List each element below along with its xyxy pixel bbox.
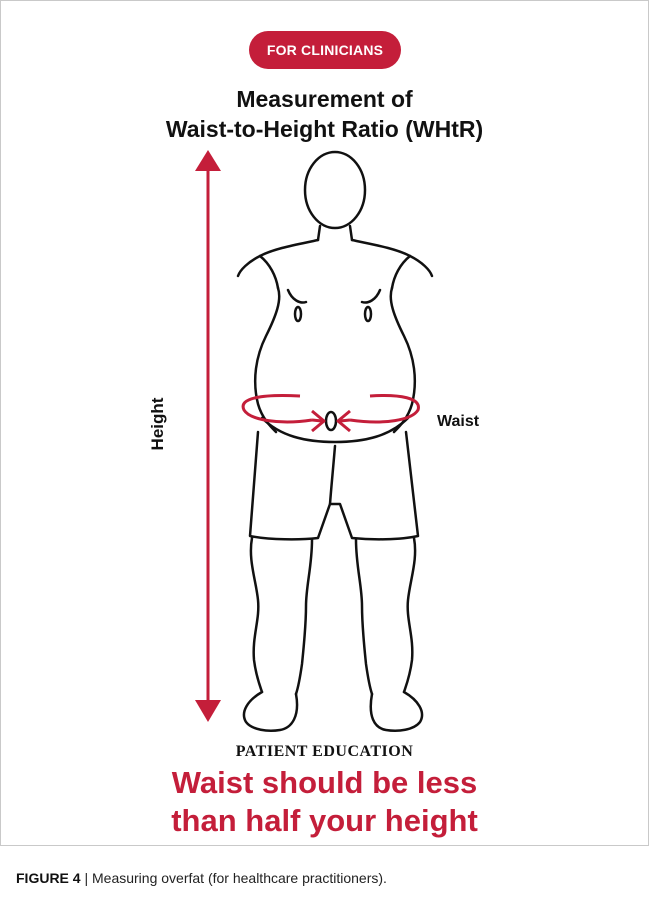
caption-text: Measuring overfat (for healthcare practi… <box>92 870 387 886</box>
navel-icon <box>326 412 336 430</box>
tagline-line-1: Waist should be less <box>0 764 649 802</box>
height-arrow-icon <box>195 150 221 722</box>
figure-caption: FIGURE 4 | Measuring overfat (for health… <box>16 870 387 886</box>
left-nipple-icon <box>295 307 301 321</box>
head-icon <box>305 152 365 228</box>
figure-number: FIGURE 4 <box>16 870 81 886</box>
height-arrow-top-icon <box>195 150 221 171</box>
height-label: Height <box>148 398 168 451</box>
patient-education-heading: PATIENT EDUCATION <box>0 743 649 761</box>
height-arrow-bottom-icon <box>195 700 221 722</box>
human-body-icon <box>238 152 432 731</box>
right-nipple-icon <box>365 307 371 321</box>
tagline: Waist should be less than half your heig… <box>0 764 649 840</box>
tagline-line-2: than half your height <box>0 802 649 840</box>
caption-separator: | <box>81 870 92 886</box>
waist-label: Waist <box>437 413 479 431</box>
